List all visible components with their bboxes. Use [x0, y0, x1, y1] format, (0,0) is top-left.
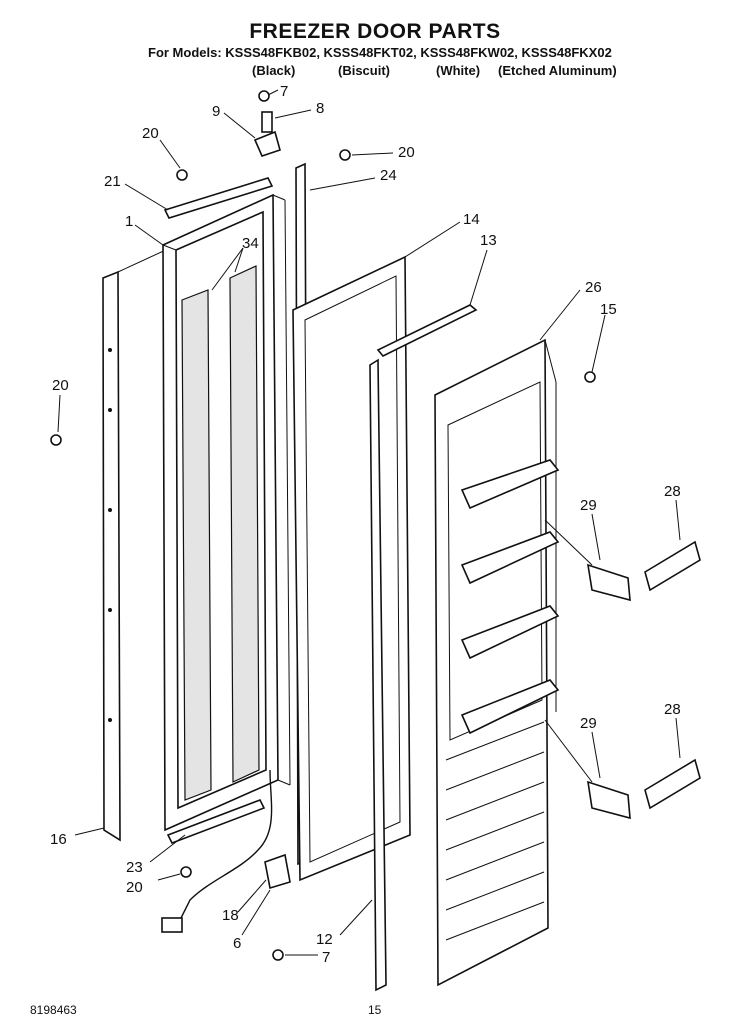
callout-29-lower: 29	[580, 715, 597, 732]
door-frame	[162, 193, 291, 832]
finish-biscuit: (Biscuit)	[338, 63, 390, 78]
callout-20-left: 20	[52, 377, 69, 394]
callout-20-top-right: 20	[398, 144, 415, 161]
screws	[50, 149, 596, 961]
callout-8: 8	[316, 100, 324, 117]
callout-7-top: 7	[280, 83, 288, 100]
shelf-end-caps	[544, 519, 631, 820]
callout-28-upper: 28	[664, 483, 681, 500]
lower-slats	[445, 721, 545, 941]
bottom-hinge	[264, 853, 291, 890]
callout-24: 24	[380, 167, 397, 184]
callout-1: 1	[125, 213, 133, 230]
door-shelves	[460, 459, 560, 735]
top-hinge-bracket	[163, 177, 274, 219]
document-number: 8198463	[30, 1003, 77, 1017]
leader-lines	[57, 89, 681, 956]
models-line: For Models: KSSS48FKB02, KSSS48FKT02, KS…	[148, 45, 612, 60]
wire-harness	[179, 769, 273, 921]
callout-7-bottom: 7	[322, 949, 330, 966]
side-trim	[369, 358, 387, 992]
callout-18: 18	[222, 907, 239, 924]
page-title: FREEZER DOOR PARTS	[249, 20, 501, 43]
callout-15: 15	[600, 301, 617, 318]
top-hinge	[253, 90, 281, 157]
callout-29-upper: 29	[580, 497, 597, 514]
bottom-hinge-bracket	[166, 798, 266, 845]
callout-9: 9	[212, 103, 220, 120]
finish-white: (White)	[436, 63, 481, 78]
shelf-retainers	[644, 540, 701, 810]
callout-20-bottom: 20	[126, 879, 143, 896]
top-trim	[376, 304, 478, 357]
finish-black: (Black)	[252, 63, 296, 78]
callout-16: 16	[50, 831, 67, 848]
callout-20-top-left: 20	[142, 125, 159, 142]
callout-12: 12	[316, 931, 333, 948]
callout-14: 14	[463, 211, 480, 228]
callout-21: 21	[104, 173, 121, 190]
callout-28-lower: 28	[664, 701, 681, 718]
callout-6: 6	[233, 935, 241, 952]
callout-34: 34	[242, 235, 259, 252]
outer-door-panel	[102, 247, 171, 842]
callout-23: 23	[126, 859, 143, 876]
inner-door-panel	[434, 338, 557, 987]
harness-connector	[161, 917, 183, 933]
callout-13: 13	[480, 232, 497, 249]
callout-26: 26	[585, 279, 602, 296]
finish-etched-aluminum: (Etched Aluminum)	[498, 63, 617, 78]
insulation-strips	[181, 265, 260, 801]
page-number: 15	[368, 1003, 382, 1017]
